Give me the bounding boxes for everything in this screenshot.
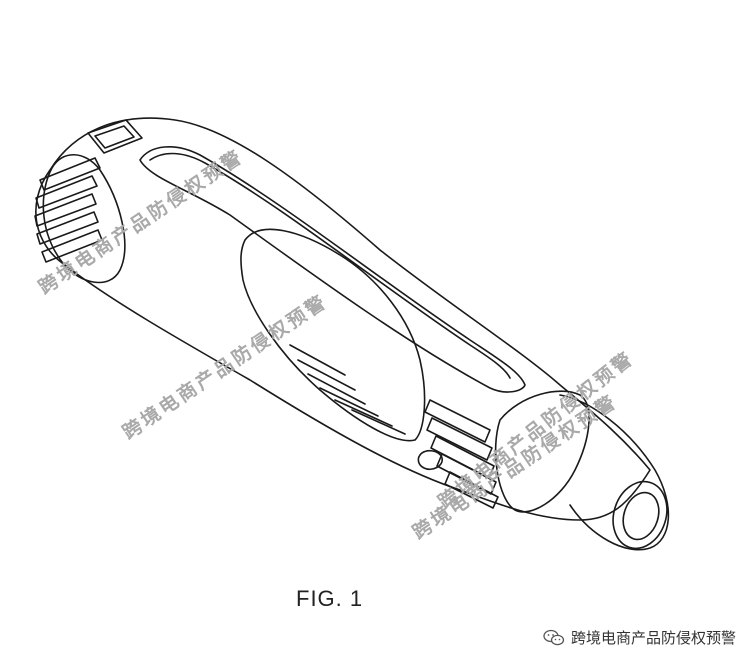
- source-credit-text: 跨境电商产品防侵权预警: [570, 629, 736, 647]
- nozzle-tip-inner: [622, 491, 660, 541]
- front-collar: [494, 390, 590, 513]
- figure-caption: FIG. 1: [296, 586, 364, 611]
- source-credit: 跨境电商产品防侵权预警: [543, 627, 736, 648]
- top-button: [139, 145, 526, 393]
- wechat-icon: [543, 629, 565, 645]
- rear-opening: [87, 119, 143, 154]
- rear-grip-ribs: [34, 157, 103, 263]
- front-grip-ribs: [424, 399, 499, 509]
- nozzle-cone: [559, 394, 670, 551]
- side-grip-panel: [240, 228, 426, 442]
- side-grip-ribs: [289, 344, 406, 435]
- nozzle-tip-outer: [612, 480, 668, 550]
- front-latch: [417, 449, 443, 471]
- body-outline: [35, 117, 651, 521]
